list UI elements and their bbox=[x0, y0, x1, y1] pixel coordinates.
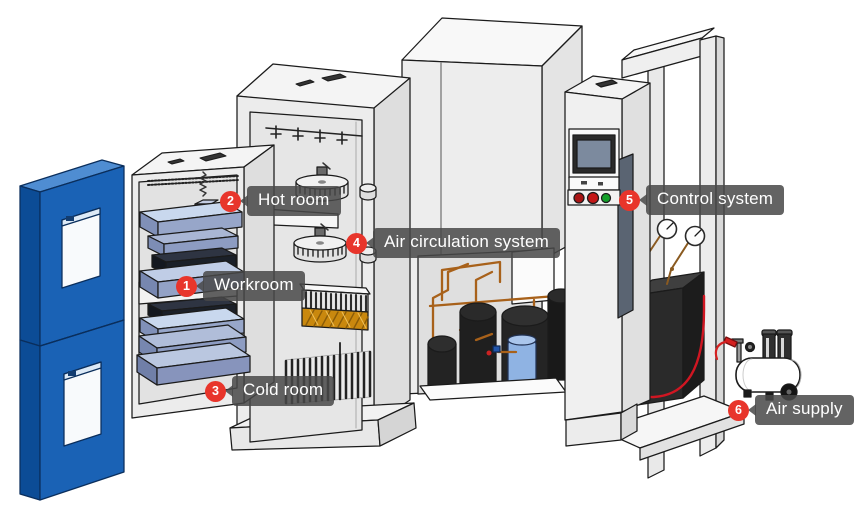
main-chamber bbox=[401, 17, 583, 401]
callout-label: Control system bbox=[646, 185, 785, 215]
callout-hot-room: 2 Hot room bbox=[220, 186, 341, 216]
callout-number-badge: 3 bbox=[205, 380, 226, 402]
callout-air-supply: 6 Air supply bbox=[728, 395, 854, 425]
display-screen bbox=[568, 128, 620, 179]
valve bbox=[492, 345, 501, 353]
sample-hooks bbox=[265, 125, 363, 145]
callout-number-badge: 2 bbox=[220, 190, 241, 212]
vent-slot bbox=[595, 79, 618, 88]
callout-number-badge: 4 bbox=[346, 232, 367, 254]
air-hose bbox=[714, 340, 727, 361]
compressor-handle bbox=[723, 336, 738, 348]
circulation-fan-partial bbox=[359, 183, 377, 201]
callout-number-badge: 6 bbox=[728, 399, 749, 421]
power-button bbox=[573, 192, 585, 204]
front-piping bbox=[474, 332, 518, 354]
callout-workroom: 1 Workroom bbox=[176, 271, 305, 301]
stop-button bbox=[586, 191, 600, 205]
air-tank bbox=[735, 357, 801, 393]
callout-cold-room: 3 Cold room bbox=[205, 376, 335, 406]
callout-label: Air supply bbox=[755, 395, 854, 425]
sample-frame bbox=[19, 159, 125, 501]
callout-label: Workroom bbox=[203, 271, 305, 301]
cold-press-stack bbox=[136, 296, 251, 386]
valve-knob bbox=[486, 350, 492, 356]
air-compressor bbox=[714, 329, 802, 401]
control-tower bbox=[564, 75, 651, 447]
press-screw bbox=[199, 171, 207, 197]
callout-label: Air circulation system bbox=[373, 228, 560, 258]
heater-assembly bbox=[299, 283, 371, 331]
callout-label: Hot room bbox=[247, 186, 341, 216]
compressor-motor bbox=[777, 333, 792, 362]
hot-press-stack bbox=[139, 201, 245, 299]
start-button bbox=[600, 192, 612, 204]
callout-control-system: 5 Control system bbox=[619, 185, 785, 215]
callout-number-badge: 5 bbox=[619, 189, 640, 211]
pressure-gauges bbox=[644, 218, 706, 285]
callout-air-circulation: 4 Air circulation system bbox=[346, 228, 560, 258]
callout-label: Cold room bbox=[232, 376, 335, 406]
side-panel bbox=[617, 153, 634, 319]
perforated-strip bbox=[147, 175, 239, 186]
refrigeration-unit bbox=[417, 247, 575, 401]
control-buttons bbox=[567, 189, 621, 206]
key-panel bbox=[568, 176, 620, 191]
callout-number-badge: 1 bbox=[176, 275, 197, 297]
